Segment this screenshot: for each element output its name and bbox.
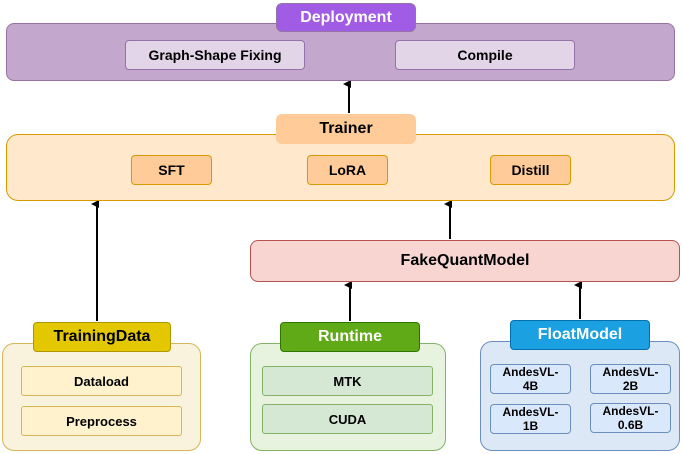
training-data-item-preprocess: Preprocess — [21, 406, 182, 436]
deployment-title: Deployment — [276, 3, 416, 32]
training-data-item-dataload: Dataload — [21, 366, 182, 396]
trainer-item-distill: Distill — [490, 155, 571, 185]
deployment-item-compile: Compile — [395, 40, 575, 70]
deployment-item-graph-shape-fixing: Graph-Shape Fixing — [125, 40, 305, 70]
float-model-item-andesvl-0.6b: AndesVL-0.6B — [590, 403, 671, 433]
fake-quant-model-box: FakeQuantModel — [250, 240, 680, 282]
float-model-group — [480, 341, 680, 451]
float-model-item-andesvl-4b: AndesVL-4B — [490, 364, 571, 394]
trainer-item-lora: LoRA — [307, 155, 388, 185]
runtime-item-cuda: CUDA — [262, 404, 433, 434]
training-data-title: TrainingData — [33, 322, 171, 352]
trainer-item-sft: SFT — [131, 155, 212, 185]
runtime-title: Runtime — [280, 322, 420, 352]
runtime-item-mtk: MTK — [262, 366, 433, 396]
float-model-item-andesvl-2b: AndesVL-2B — [590, 364, 671, 394]
float-model-title: FloatModel — [510, 320, 650, 350]
trainer-title: Trainer — [276, 114, 416, 144]
runtime-group — [250, 343, 446, 451]
float-model-item-andesvl-1b: AndesVL-1B — [490, 404, 571, 434]
